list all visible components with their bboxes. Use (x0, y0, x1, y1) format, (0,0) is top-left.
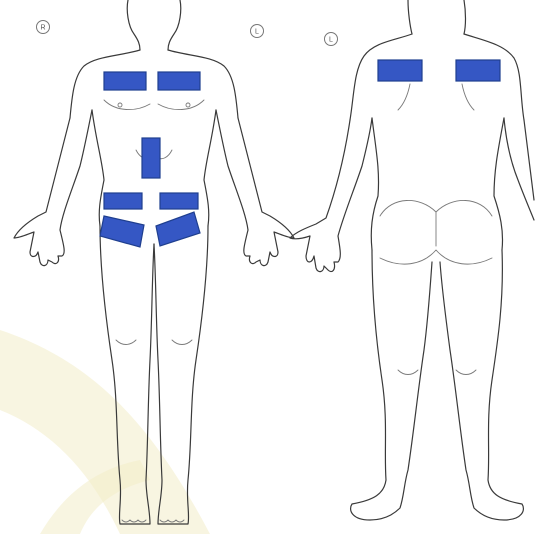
marker-back-left: L (325, 33, 338, 46)
pad-front-right-chest (104, 72, 146, 90)
marker-front-left: L (251, 25, 264, 38)
pad-front-left-chest (158, 72, 200, 90)
marker-front-right: R (37, 21, 50, 34)
pad-front-right-lower-abdomen (104, 193, 142, 209)
pad-back-left-shoulder-blade (456, 60, 500, 81)
pad-front-left-groin (156, 212, 200, 246)
marker-back-left-label: L (329, 37, 333, 44)
pad-back-right-shoulder-blade (378, 60, 422, 81)
electrode-pads (100, 60, 500, 247)
pad-front-right-groin (100, 216, 144, 247)
pad-front-abdomen (142, 138, 160, 178)
watermark (0, 330, 210, 534)
marker-front-left-label: L (255, 29, 259, 36)
marker-front-right-label: R (40, 25, 45, 32)
pad-front-left-lower-abdomen (160, 193, 198, 209)
